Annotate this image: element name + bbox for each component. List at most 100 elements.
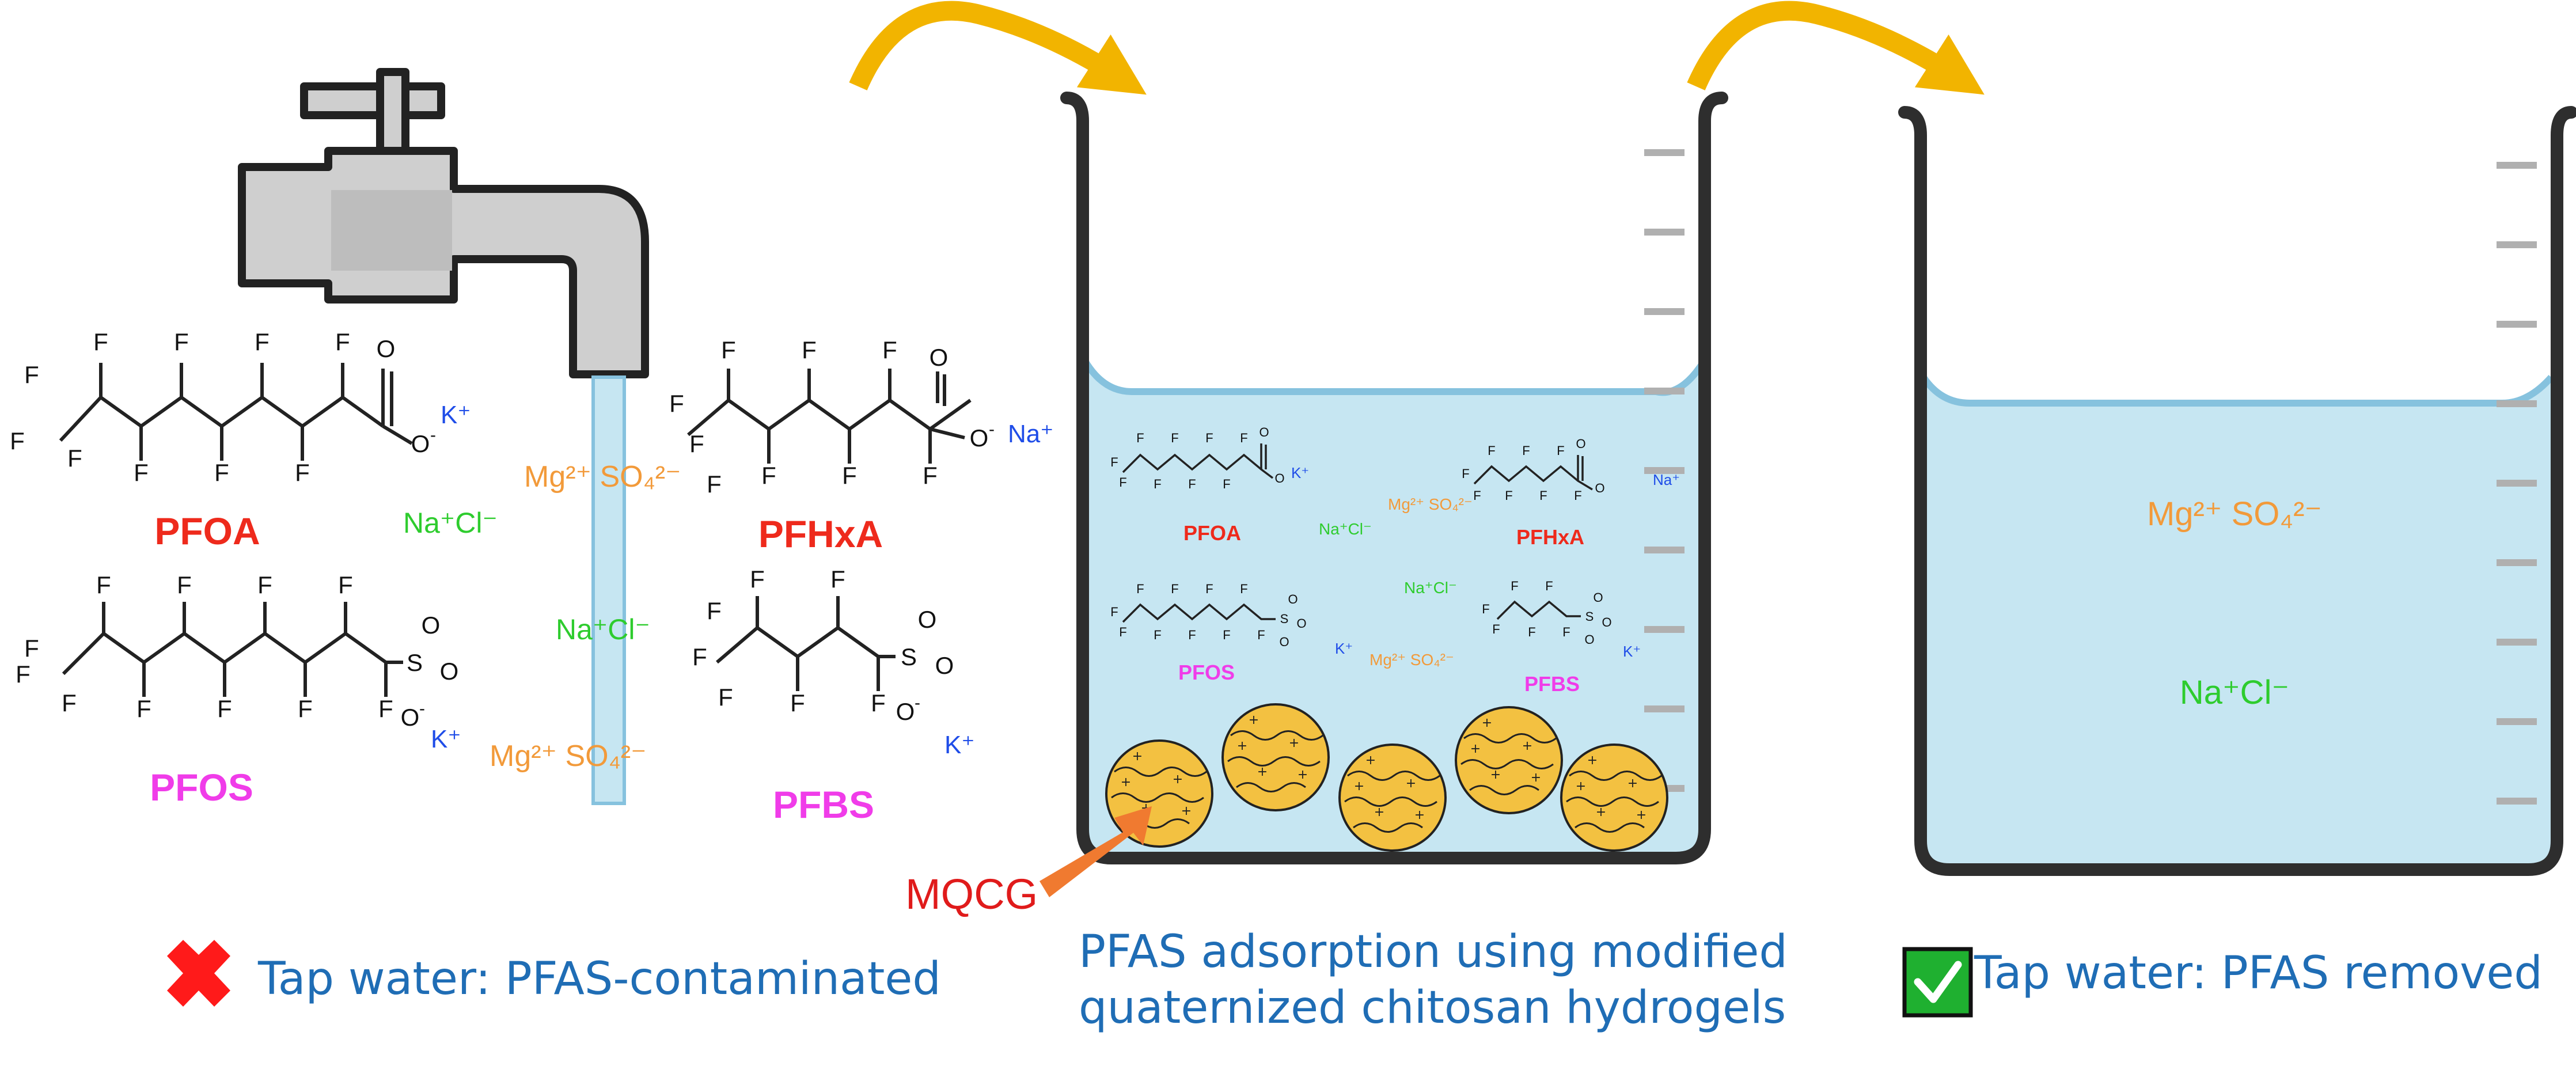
svg-text:O: O (1576, 437, 1585, 451)
svg-text:F: F (802, 336, 817, 363)
svg-text:-: - (419, 699, 425, 718)
svg-text:O: O (1595, 481, 1604, 495)
svg-text:F: F (1110, 605, 1118, 619)
svg-text:+: + (1365, 753, 1376, 768)
svg-text:+: + (1237, 739, 1247, 753)
svg-text:+: + (1522, 739, 1532, 753)
svg-text:O: O (401, 704, 420, 731)
svg-text:F: F (1188, 628, 1196, 642)
svg-text:F: F (882, 336, 897, 363)
faucet-icon (238, 68, 649, 378)
svg-text:F: F (871, 689, 886, 716)
hydrogel-beads (1105, 703, 1668, 852)
label-pfhxa: PFHxA (1516, 525, 1584, 549)
svg-text:+: + (1482, 716, 1492, 730)
counterion-k: K⁺ (431, 725, 461, 753)
svg-text:F: F (93, 328, 108, 355)
svg-text:F: F (1505, 488, 1512, 503)
mqcg-label: MQCG (905, 870, 1038, 918)
svg-text:F: F (62, 689, 77, 716)
svg-text:+: + (1374, 805, 1384, 820)
label-pfos: PFOS (150, 766, 253, 809)
svg-text:O: O (1274, 471, 1284, 485)
svg-text:-: - (915, 693, 920, 712)
svg-text:O: O (1602, 615, 1611, 629)
svg-text:+: + (1181, 804, 1192, 818)
svg-text:O: O (411, 430, 430, 457)
svg-text:O: O (896, 698, 915, 725)
svg-text:O: O (1279, 635, 1289, 649)
svg-text:+: + (1470, 742, 1481, 756)
svg-text:O: O (440, 658, 459, 685)
pfbs-structure (1496, 600, 1581, 620)
svg-text:-: - (430, 426, 436, 445)
salt-mg-so4: Mg²⁺ SO₄²⁻ (490, 739, 647, 773)
svg-text:F: F (1205, 431, 1213, 445)
label-pfbs: PFBS (1524, 672, 1580, 696)
pfoa-structure (59, 363, 413, 461)
svg-text:F: F (692, 643, 707, 670)
svg-text:F: F (1473, 488, 1481, 503)
label-pfoa: PFOA (1183, 521, 1241, 545)
salt-na-cl: Na⁺Cl⁻ (1319, 520, 1372, 538)
svg-text:+: + (1406, 776, 1416, 791)
svg-text:F: F (257, 571, 272, 598)
svg-text:F: F (1511, 579, 1518, 593)
svg-text:F: F (718, 684, 733, 711)
svg-text:F: F (1257, 628, 1265, 642)
svg-text:F: F (1528, 625, 1535, 639)
svg-text:F: F (1240, 431, 1247, 445)
caption-adsorption-line2: quaternized chitosan hydrogels (1079, 982, 1786, 1034)
svg-text:F: F (1240, 582, 1247, 596)
svg-text:F: F (1136, 582, 1144, 596)
caption-adsorption-line1: PFAS adsorption using modified (1079, 926, 1788, 978)
svg-text:F: F (1119, 475, 1126, 490)
svg-text:+: + (1173, 772, 1183, 787)
salt-na-cl: Na⁺Cl⁻ (403, 507, 498, 539)
svg-text:F: F (721, 336, 736, 363)
svg-text:S: S (1280, 612, 1289, 626)
svg-text:F: F (1557, 443, 1564, 458)
label-pfos: PFOS (1178, 661, 1235, 684)
svg-text:+: + (1257, 765, 1268, 779)
svg-text:F: F (923, 462, 938, 489)
svg-text:O: O (1584, 632, 1594, 647)
counterion-k: K⁺ (1335, 640, 1353, 657)
svg-text:O: O (422, 612, 441, 639)
svg-text:S: S (901, 643, 917, 670)
svg-text:F: F (1574, 488, 1581, 503)
svg-text:F: F (1205, 582, 1213, 596)
svg-text:F: F (67, 445, 82, 472)
counterion-k: K⁺ (1623, 643, 1641, 660)
svg-text:F: F (10, 427, 25, 454)
svg-text:F: F (96, 571, 111, 598)
svg-text:F: F (24, 361, 39, 388)
svg-text:F: F (378, 695, 393, 722)
label-pfbs: PFBS (773, 783, 874, 826)
svg-text:F: F (830, 566, 845, 593)
svg-text:F: F (1110, 455, 1118, 469)
svg-text:F: F (1492, 622, 1500, 636)
svg-text:F: F (1154, 477, 1161, 491)
svg-text:F: F (1223, 628, 1230, 642)
svg-text:O: O (1296, 616, 1306, 631)
svg-text:F: F (1171, 431, 1178, 445)
salt-mg-so4: Mg²⁺ SO₄²⁻ (2147, 495, 2322, 533)
svg-text:+: + (1414, 808, 1425, 822)
svg-text:F: F (1154, 628, 1161, 642)
svg-text:+: + (1627, 776, 1638, 791)
salt-na-cl: Na⁺Cl⁻ (1404, 579, 1457, 597)
svg-text:+: + (1636, 808, 1646, 822)
water-stream (591, 375, 626, 805)
svg-text:O: O (377, 335, 396, 362)
svg-text:F: F (669, 390, 684, 417)
svg-text:F: F (1562, 625, 1570, 639)
svg-text:F: F (174, 328, 189, 355)
counterion-k: K⁺ (1291, 464, 1309, 481)
svg-text:+: + (1490, 768, 1501, 782)
svg-text:F: F (1545, 579, 1553, 593)
svg-text:O: O (1593, 590, 1603, 605)
pfhxa-structure (1473, 455, 1593, 491)
svg-text:S: S (407, 649, 423, 676)
